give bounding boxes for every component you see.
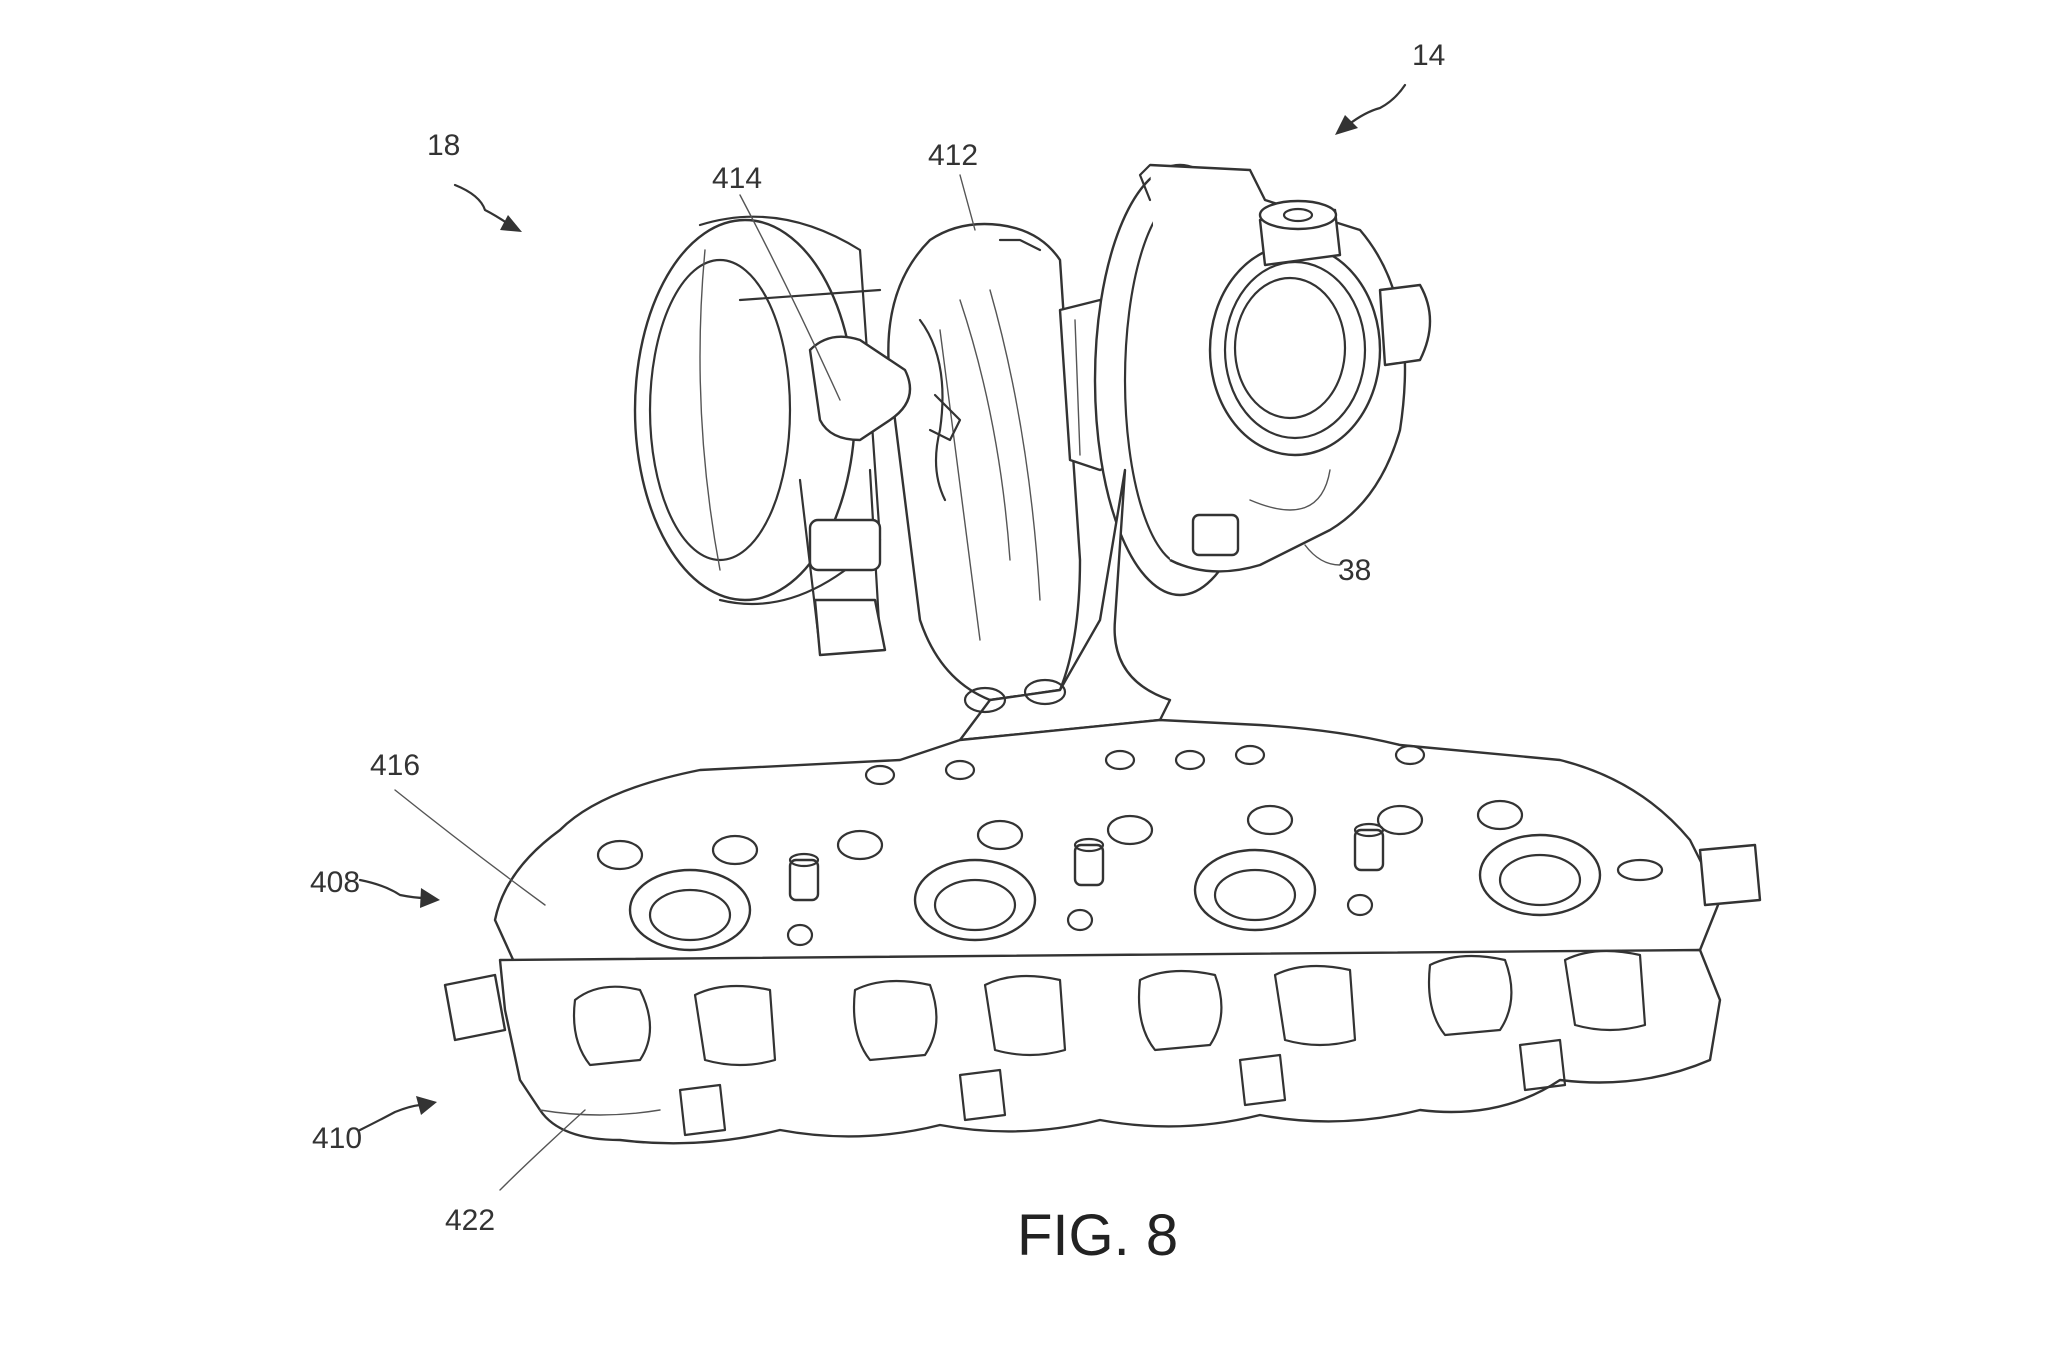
flange-edge-422 <box>539 1109 661 1116</box>
leader-38 <box>1304 544 1341 566</box>
leader-18 <box>453 183 512 227</box>
right-end-connector <box>1698 843 1762 907</box>
figure-caption: FIG. 8 <box>1017 1203 1178 1268</box>
compressor-housing-412 <box>887 222 1082 702</box>
left-end-connector <box>443 973 507 1042</box>
arrowhead-18 <box>500 215 522 232</box>
exhaust-manifold <box>443 718 1762 1145</box>
ref-412: 412 <box>928 139 978 172</box>
arrowhead-410 <box>416 1096 437 1115</box>
ref-422: 422 <box>445 1204 495 1237</box>
turbocharger <box>633 163 1432 742</box>
ref-416: 416 <box>370 749 420 782</box>
leader-14 <box>1346 83 1407 127</box>
leader-410 <box>358 1103 422 1132</box>
lower-cavities <box>572 949 1647 1067</box>
leader-414 <box>739 194 841 401</box>
turbine-outlet <box>1208 199 1432 457</box>
leader-416 <box>394 789 546 906</box>
leader-422 <box>499 1109 586 1191</box>
ref-410: 410 <box>312 1122 362 1155</box>
arrowhead-408 <box>420 888 440 908</box>
bolt-holes <box>596 744 1664 947</box>
ref-414: 414 <box>712 162 762 195</box>
ref-18: 18 <box>427 129 460 162</box>
wastegate-actuator-414 <box>798 318 962 657</box>
arrowhead-14 <box>1335 115 1358 135</box>
ref-408: 408 <box>310 866 360 899</box>
bottom-tabs <box>678 1038 1567 1137</box>
ref-14: 14 <box>1412 39 1445 72</box>
runner-ports <box>628 833 1602 952</box>
studs <box>788 822 1385 902</box>
leader-412 <box>959 174 976 231</box>
leaders <box>358 83 1407 1191</box>
manifold-stem <box>958 468 1172 742</box>
manifold-upper-plate-408 <box>493 718 1722 977</box>
ref-38: 38 <box>1338 554 1371 587</box>
leader-408 <box>358 878 427 900</box>
labels: 18 14 414 412 38 416 408 410 422 FIG. 8 <box>310 39 1445 1268</box>
